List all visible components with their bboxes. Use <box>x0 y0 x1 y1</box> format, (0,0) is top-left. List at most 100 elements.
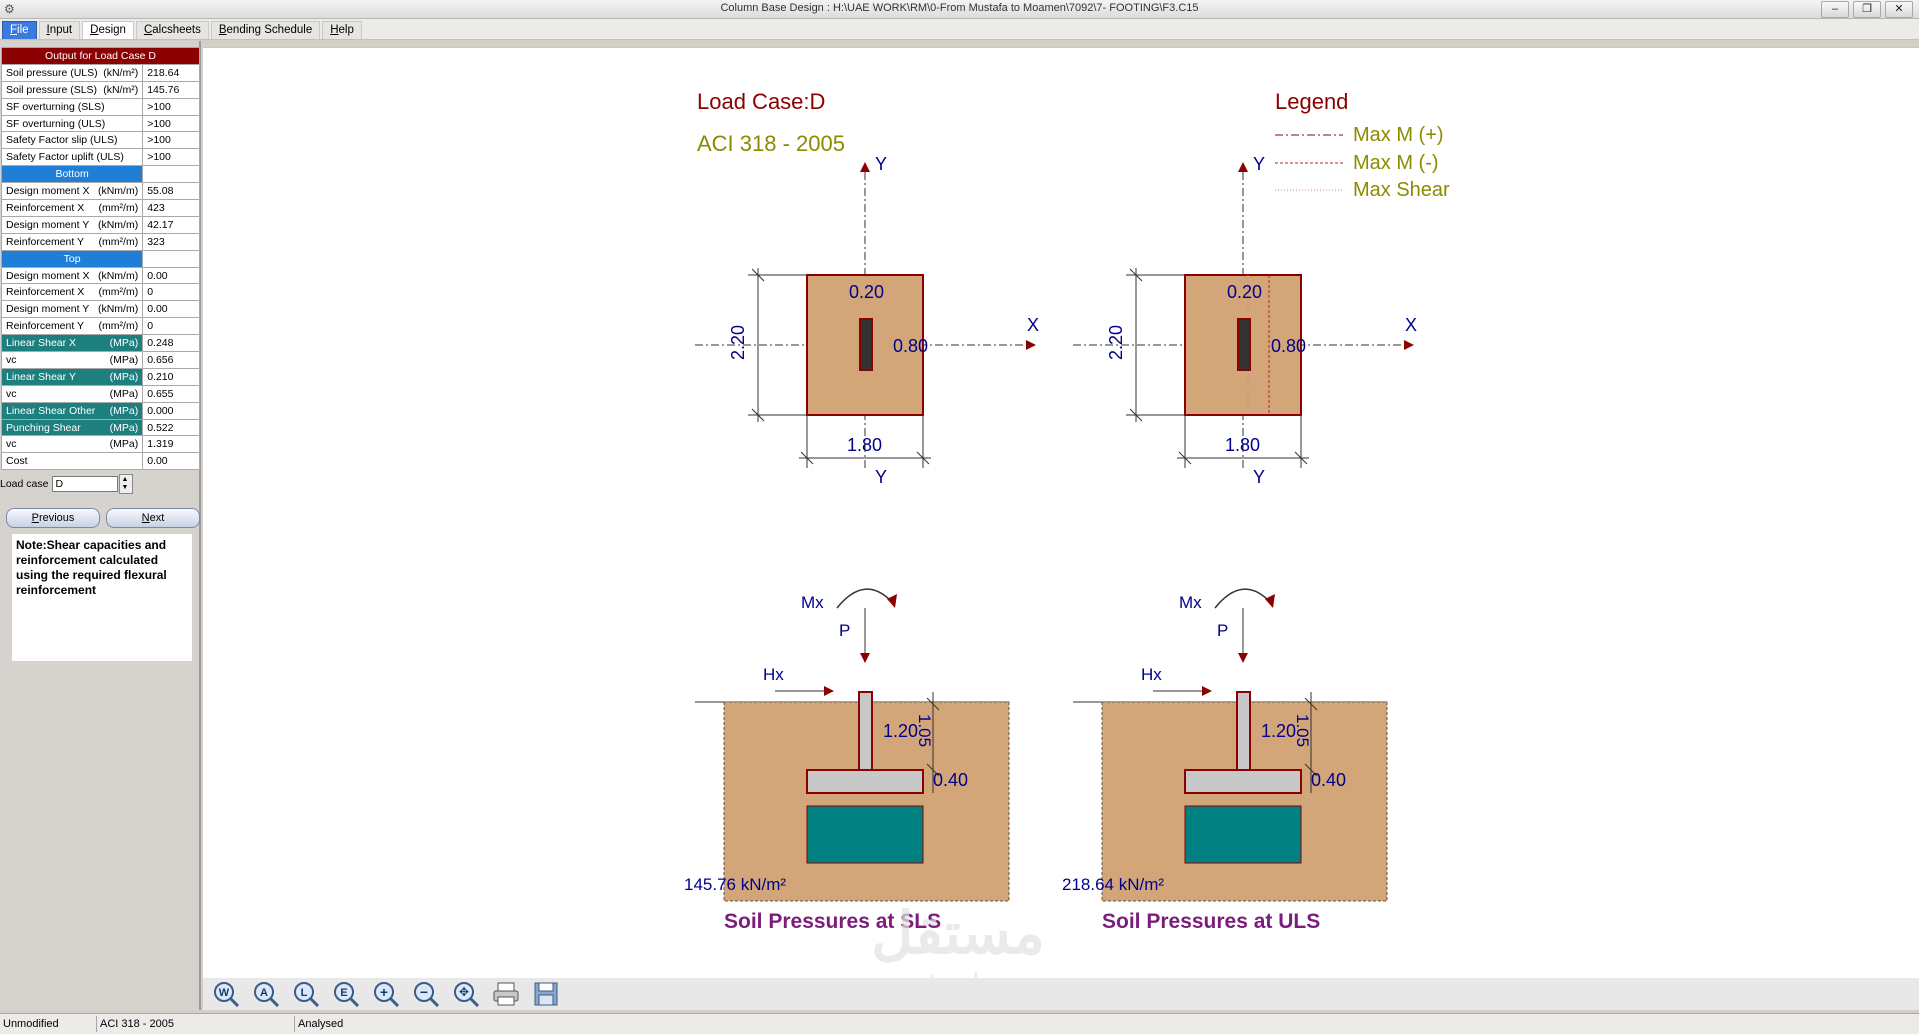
menu-input[interactable]: Input <box>38 21 81 39</box>
output-unit: (kNm/m) <box>97 269 139 282</box>
plan-left-x-label: X <box>1027 315 1039 335</box>
zoom-window-glyph: W <box>219 987 230 999</box>
output-unit: (MPa) <box>109 353 139 366</box>
loadcase-input[interactable] <box>52 476 119 492</box>
print-icon[interactable] <box>491 981 521 1007</box>
output-unit: (mm²/m) <box>98 320 139 333</box>
output-row: Linear Shear X(MPa)0.248 <box>0 334 200 353</box>
output-value: 0.000 <box>142 401 200 420</box>
uls-footing <box>1184 769 1302 794</box>
app-icon[interactable]: ⚙ <box>4 2 15 16</box>
output-value: 0.248 <box>142 334 200 353</box>
output-label-cell: Cost <box>0 452 144 471</box>
plan-left-y-top: Y <box>875 154 887 174</box>
sls-footing <box>806 769 924 794</box>
top-section-label: Top <box>0 249 144 268</box>
menu-help[interactable]: Help <box>322 21 362 39</box>
sls-pedestal <box>858 691 873 771</box>
footing-drawing: Load Case:D ACI 318 - 2005 Legend Max M … <box>684 89 1450 1003</box>
uls-title: Soil Pressures at ULS <box>1102 910 1320 933</box>
drawing-canvas[interactable]: Load Case:D ACI 318 - 2005 Legend Max M … <box>203 47 1919 1003</box>
save-icon[interactable] <box>531 981 561 1007</box>
output-label: SF overturning (ULS) <box>6 117 106 130</box>
spin-down-icon[interactable]: ▼ <box>121 484 129 491</box>
previous-button[interactable]: Previous <box>6 508 100 528</box>
output-value: >100 <box>142 114 200 133</box>
output-value: 0.210 <box>142 367 200 386</box>
output-value: 145.76 <box>142 80 200 99</box>
uls-hx-label: Hx <box>1141 665 1162 684</box>
output-label-cell: vc (MPa) <box>0 351 144 369</box>
output-label: Linear Shear Other <box>6 404 96 417</box>
output-label: vc <box>6 353 17 366</box>
restore-button[interactable]: ❐ <box>1853 1 1881 18</box>
output-label: Design moment Y <box>6 303 90 316</box>
output-row: Linear Shear Other(MPa)0.000 <box>0 401 200 420</box>
zoom-all-glyph: A <box>260 987 268 999</box>
sls-title: Soil Pressures at SLS <box>724 910 941 933</box>
menu-design[interactable]: Design <box>82 21 134 39</box>
output-label-cell: Soil pressure (ULS)(kN/m²) <box>0 63 144 82</box>
output-label-cell: vc(MPa) <box>0 435 144 454</box>
uls-depth-label: 1.20 <box>1261 721 1296 741</box>
output-row: Reinforcement X(mm²/m)0 <box>0 283 200 302</box>
menu-bending-schedule[interactable]: Bending Schedule <box>210 21 321 39</box>
output-label-cell: Soil pressure (SLS)(kN/m²) <box>0 80 144 99</box>
sls-thk-label: 0.40 <box>933 770 968 790</box>
zoom-extents-icon[interactable]: E <box>331 981 361 1007</box>
sls-pressure-block <box>806 805 924 864</box>
plan-left-col-h: 0.80 <box>893 336 928 356</box>
menu-file[interactable]: File <box>2 21 37 39</box>
sls-pedestal-label: 1.05 <box>915 714 934 747</box>
output-row: Linear Shear Y(MPa)0.210 <box>0 367 200 386</box>
output-value: >100 <box>142 97 200 116</box>
spin-up-icon[interactable]: ▲ <box>121 476 129 483</box>
output-label-cell: Linear Shear Other(MPa) <box>0 401 144 420</box>
zoom-in-glyph: + <box>380 984 388 1000</box>
loadcase-title: Load Case:D <box>697 89 825 114</box>
plan-right-width: 1.80 <box>1225 435 1260 455</box>
zoom-out-icon[interactable]: − <box>411 981 441 1007</box>
top-section: Top <box>0 249 200 268</box>
zoom-in-icon[interactable]: + <box>371 981 401 1007</box>
uls-pedestal-label: 1.05 <box>1293 714 1312 747</box>
close-button[interactable]: ✕ <box>1885 1 1913 18</box>
output-label-cell: vc(MPa) <box>0 384 144 403</box>
status-bar: Unmodified ACI 318 - 2005 Analysed <box>0 1013 1919 1034</box>
zoom-window-icon[interactable]: W <box>211 981 241 1007</box>
output-label: Reinforcement X <box>6 201 85 214</box>
zoom-toolbar: W A L E + − ✥ <box>203 978 1919 1010</box>
output-unit: (mm²/m) <box>98 235 139 248</box>
output-value: 0.522 <box>142 418 200 437</box>
zoom-extents-glyph: E <box>340 987 347 999</box>
output-label: SF overturning (SLS) <box>6 100 105 113</box>
output-row: Safety Factor slip (ULS)>100 <box>0 131 200 150</box>
loadcase-spinner[interactable]: ▲ ▼ <box>119 474 134 494</box>
sls-mx-label: Mx <box>801 593 824 612</box>
output-value: 0.00 <box>142 452 200 471</box>
output-label-cell: Safety Factor slip (ULS) <box>0 131 144 150</box>
next-button[interactable]: Next <box>106 508 200 528</box>
output-row: vc(MPa)0.655 <box>0 384 200 403</box>
minimize-button[interactable]: – <box>1821 1 1849 18</box>
plan-right-y-top: Y <box>1253 154 1265 174</box>
legend-max-m-pos: Max M (+) <box>1353 124 1444 146</box>
output-label: Design moment X <box>6 269 90 282</box>
legend-title: Legend <box>1275 89 1348 114</box>
output-row: Punching Shear(MPa)0.522 <box>0 418 200 437</box>
output-row: Soil pressure (ULS)(kN/m²)218.64 <box>0 63 200 82</box>
output-value: 0.00 <box>142 266 200 285</box>
title-bar: ⚙ Column Base Design : H:\UAE WORK\RM\0-… <box>0 0 1919 19</box>
output-unit: (kN/m²) <box>103 83 139 96</box>
pan-icon[interactable]: ✥ <box>451 981 481 1007</box>
output-row: Reinforcement X(mm²/m)423 <box>0 199 200 217</box>
zoom-all-icon[interactable]: A <box>251 981 281 1007</box>
sls-hx-label: Hx <box>763 665 784 684</box>
legend-max-shear: Max Shear <box>1353 179 1450 201</box>
menu-calcsheets[interactable]: Calcsheets <box>135 21 209 39</box>
output-value: 423 <box>142 199 200 217</box>
uls-p-label: P <box>1217 621 1228 640</box>
plan-right-col-b: 0.20 <box>1227 282 1262 302</box>
zoom-last-icon[interactable]: L <box>291 981 321 1007</box>
zoom-last-glyph: L <box>301 987 308 999</box>
